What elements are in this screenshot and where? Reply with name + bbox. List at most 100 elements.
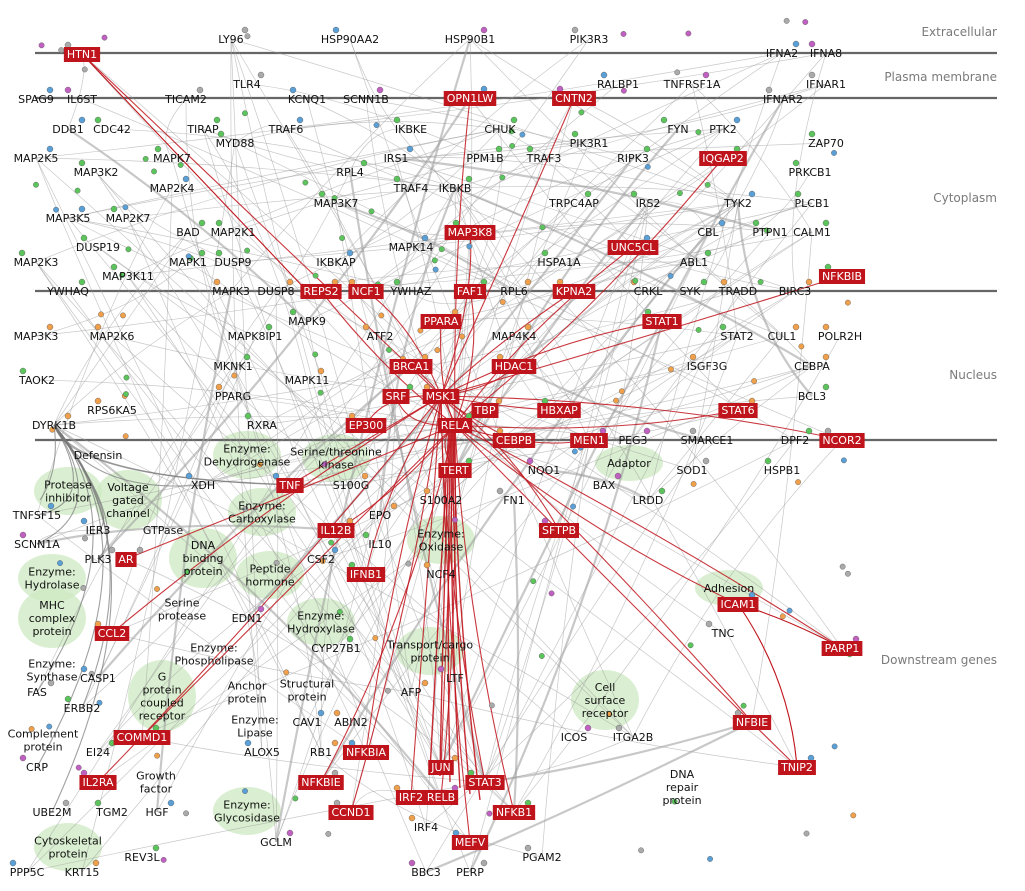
node-dot bbox=[160, 856, 167, 863]
edge bbox=[67, 128, 501, 219]
red-edge-tnip2 bbox=[737, 603, 798, 768]
node-dot bbox=[488, 702, 495, 709]
node-dot bbox=[705, 620, 713, 628]
highlighted-gene-nfkbib: NFKBIB bbox=[818, 269, 866, 284]
node-dot bbox=[390, 502, 398, 510]
gene-label-mapk1: MAPK1 bbox=[169, 256, 207, 269]
edge bbox=[230, 38, 471, 292]
edge bbox=[469, 52, 783, 292]
node-dot bbox=[317, 389, 324, 396]
node-dot bbox=[94, 116, 102, 124]
node-dot bbox=[600, 71, 608, 79]
node-dot bbox=[80, 517, 88, 525]
node-dot bbox=[215, 219, 223, 227]
highlighted-gene-opn1lw: OPN1LW bbox=[443, 91, 497, 106]
node-dot bbox=[495, 145, 503, 153]
edge bbox=[67, 217, 486, 783]
layer-label-plasma-membrane: Plasma membrane bbox=[884, 70, 997, 84]
gene-label-plk3: PLK3 bbox=[85, 553, 112, 566]
highlighted-gene-htn1: HTN1 bbox=[63, 47, 101, 62]
node-dot bbox=[459, 333, 465, 340]
edge bbox=[285, 52, 827, 130]
red-edge-faf1 bbox=[454, 290, 475, 426]
node-dot bbox=[408, 814, 416, 822]
edge bbox=[35, 202, 813, 337]
node-dot bbox=[677, 190, 683, 197]
node-dot bbox=[831, 150, 837, 156]
highlighted-gene-tbp: TBP bbox=[471, 403, 499, 418]
gene-label-casp1: CASP1 bbox=[80, 672, 116, 685]
node-dot bbox=[154, 586, 160, 592]
highlight-box bbox=[821, 641, 863, 656]
node-dot bbox=[508, 128, 515, 135]
node-dot bbox=[480, 26, 488, 34]
node-dot bbox=[644, 163, 651, 170]
gene-label-mapk14: MAPK14 bbox=[389, 241, 434, 254]
gene-label-ddb1: DDB1 bbox=[52, 123, 84, 136]
highlight-box bbox=[538, 523, 580, 538]
edge bbox=[454, 185, 813, 204]
edge bbox=[306, 320, 442, 768]
gene-label-trpc4ap: TRPC4AP bbox=[548, 197, 599, 210]
gene-label-bcl3: BCL3 bbox=[798, 390, 826, 403]
highlight-box bbox=[453, 284, 487, 299]
node-dot bbox=[108, 546, 116, 554]
highlighted-gene-ar: AR bbox=[115, 552, 137, 567]
edge bbox=[36, 424, 79, 545]
node-dots bbox=[9, 17, 860, 867]
highlight-box bbox=[570, 433, 608, 448]
edge bbox=[232, 202, 739, 263]
node-dot bbox=[695, 326, 702, 333]
red-edge-parp1 bbox=[454, 424, 843, 649]
edge bbox=[737, 98, 784, 204]
node-dot bbox=[687, 642, 694, 649]
node-dot bbox=[526, 457, 534, 465]
edge bbox=[81, 98, 515, 292]
group-label-defensin: Defensin bbox=[74, 449, 123, 462]
gene-label-ly96: LY96 bbox=[218, 33, 243, 46]
gene-label-dusp9: DUSP9 bbox=[214, 256, 251, 269]
highlighted-gene-label: REPS2 bbox=[303, 285, 338, 298]
edge bbox=[53, 231, 189, 426]
node-dot bbox=[98, 311, 104, 318]
node-dot bbox=[289, 308, 297, 316]
highlighted-gene-label: IFNB1 bbox=[350, 568, 382, 581]
node-dot bbox=[242, 110, 248, 117]
node-dot bbox=[257, 605, 265, 613]
node-dot bbox=[101, 34, 108, 41]
edge bbox=[232, 142, 590, 233]
highlight-box bbox=[342, 745, 390, 760]
node-dot bbox=[337, 451, 344, 458]
node-dot bbox=[94, 323, 102, 331]
gene-label-chuk: CHUK bbox=[484, 123, 516, 136]
edge bbox=[246, 617, 277, 843]
gene-label-ticam2: TICAM2 bbox=[164, 93, 207, 106]
edge bbox=[454, 186, 813, 367]
highlighted-gene-map3k8: MAP3K8 bbox=[444, 225, 496, 240]
node-dot bbox=[80, 665, 88, 673]
group-label-enzyme-hydrolase: Enzyme:Hydrolase bbox=[24, 566, 79, 592]
edge bbox=[306, 98, 486, 783]
edge bbox=[454, 202, 649, 471]
node-dot bbox=[78, 159, 86, 167]
gene-label-rps6ka5: RPS6KA5 bbox=[87, 404, 137, 417]
gene-label-traf3: TRAF3 bbox=[526, 152, 562, 165]
gene-label-ier3: IER3 bbox=[86, 524, 111, 537]
highlight-box bbox=[348, 284, 384, 299]
highlighted-gene-icam1: ICAM1 bbox=[717, 597, 759, 612]
gene-label-ikbkb: IKBKB bbox=[439, 182, 472, 195]
highlighted-gene-relb: RELB bbox=[423, 790, 459, 805]
edge bbox=[230, 38, 442, 798]
node-dot bbox=[571, 130, 579, 138]
node-dot bbox=[244, 412, 252, 420]
node-dot bbox=[752, 219, 760, 227]
node-dot bbox=[53, 206, 59, 213]
layer-label-downstream-genes: Downstream genes bbox=[881, 653, 997, 667]
edge bbox=[246, 83, 486, 159]
node-dot bbox=[92, 859, 100, 867]
gene-label-tnfsf15: TNFSF15 bbox=[12, 509, 61, 522]
edge bbox=[736, 202, 813, 397]
edge bbox=[379, 424, 456, 545]
